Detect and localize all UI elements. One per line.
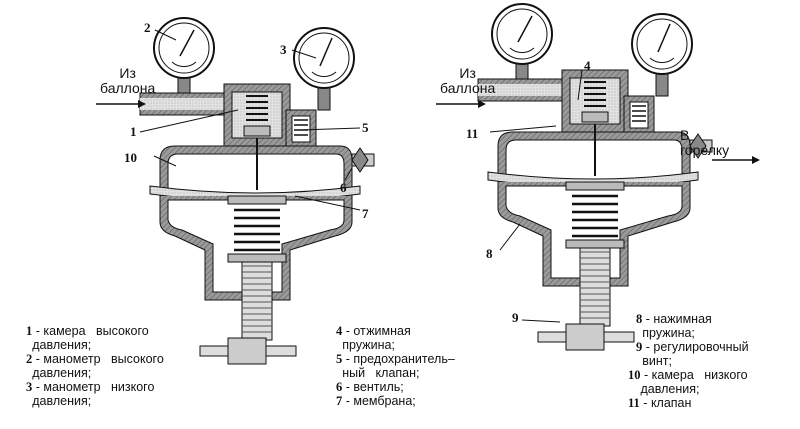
callout-lines: [139, 29, 583, 323]
adjusting-screw: [241, 261, 273, 341]
legend-text: - вентиль;: [342, 380, 404, 394]
regulator-open: [477, 3, 713, 351]
legend-text: - камера низкого давления;: [640, 368, 748, 396]
legend-text: - мембрана;: [342, 394, 416, 408]
low-pressure-gauge: [631, 13, 693, 97]
legend-item: 4 - отжимная пружина;: [336, 324, 455, 352]
legend-item: 10 - камера низкого давления;: [628, 368, 749, 396]
legend-col-2: 4 - отжимная пружина; 5 - предохранитель…: [336, 324, 455, 408]
legend-text: - отжимная пружина;: [342, 324, 411, 352]
legend-text: - камера высокого давления;: [32, 324, 149, 352]
legend-item: 5 - предохранитель– ный клапан;: [336, 352, 455, 380]
legend-item: 7 - мембрана;: [336, 394, 455, 408]
legend-item: 3 - манометр низкого давления;: [26, 380, 164, 408]
valve: [243, 125, 271, 137]
callout-2: 2: [144, 20, 151, 35]
legend-text: - манометр высокого давления;: [32, 352, 164, 380]
valve: [581, 111, 609, 123]
legend-item: 1 - камера высокого давления;: [26, 324, 164, 352]
pressure-spring: [234, 208, 280, 252]
legend-text: - клапан: [639, 396, 692, 410]
pressure-spring: [572, 194, 618, 238]
legend-num: 11: [628, 396, 640, 410]
low-pressure-gauge: [293, 27, 355, 111]
callout-5: 5: [362, 120, 369, 135]
callout-9: 9: [512, 310, 519, 325]
legend-num: 1: [26, 324, 33, 338]
regulator-closed: [139, 17, 375, 365]
legend-num: 9: [636, 340, 643, 354]
right-inlet-label: Из баллона: [440, 65, 496, 96]
legend-text: - манометр низкого давления;: [32, 380, 155, 408]
adjusting-screw: [579, 247, 611, 327]
legend-num: 3: [26, 380, 33, 394]
high-pressure-gauge: [153, 17, 215, 95]
legend-item: 2 - манометр высокого давления;: [26, 352, 164, 380]
release-spring: [246, 95, 268, 121]
shutoff-valve: [689, 133, 713, 159]
callout-8: 8: [486, 246, 493, 261]
legend-item: 6 - вентиль;: [336, 380, 455, 394]
legend-num: 5: [336, 352, 343, 366]
legend-col-1: 1 - камера высокого давления; 2 - маноме…: [26, 324, 164, 408]
legend-text: - регулировочный винт;: [642, 340, 749, 368]
legend-text: - нажимная пружина;: [642, 312, 712, 340]
legend-item: 11 - клапан: [628, 396, 749, 410]
legend-item: 8 - нажимная пружина;: [636, 312, 749, 340]
callout-11: 11: [466, 126, 479, 141]
legend-num: 8: [636, 312, 643, 326]
legend-num: 7: [336, 394, 343, 408]
callout-10: 10: [124, 150, 137, 165]
legend-num: 10: [628, 368, 641, 382]
callout-1: 1: [130, 124, 137, 139]
callout-6: 6: [340, 180, 347, 195]
callout-4: 4: [584, 58, 591, 73]
release-spring: [584, 81, 606, 107]
callout-7: 7: [362, 206, 369, 221]
left-inlet-label: Из баллона: [100, 65, 156, 96]
high-pressure-gauge: [491, 3, 553, 81]
legend-item: 9 - регулировочный винт;: [636, 340, 749, 368]
right-outlet-label: В горелку: [680, 127, 730, 158]
shutoff-valve: [351, 147, 375, 173]
callout-3: 3: [280, 42, 287, 57]
legend-text: - предохранитель– ный клапан;: [342, 352, 455, 380]
legend-num: 2: [26, 352, 33, 366]
legend-num: 4: [336, 324, 343, 338]
legend-col-3: 8 - нажимная пружина; 9 - регулировочный…: [628, 312, 749, 410]
legend-num: 6: [336, 380, 343, 394]
